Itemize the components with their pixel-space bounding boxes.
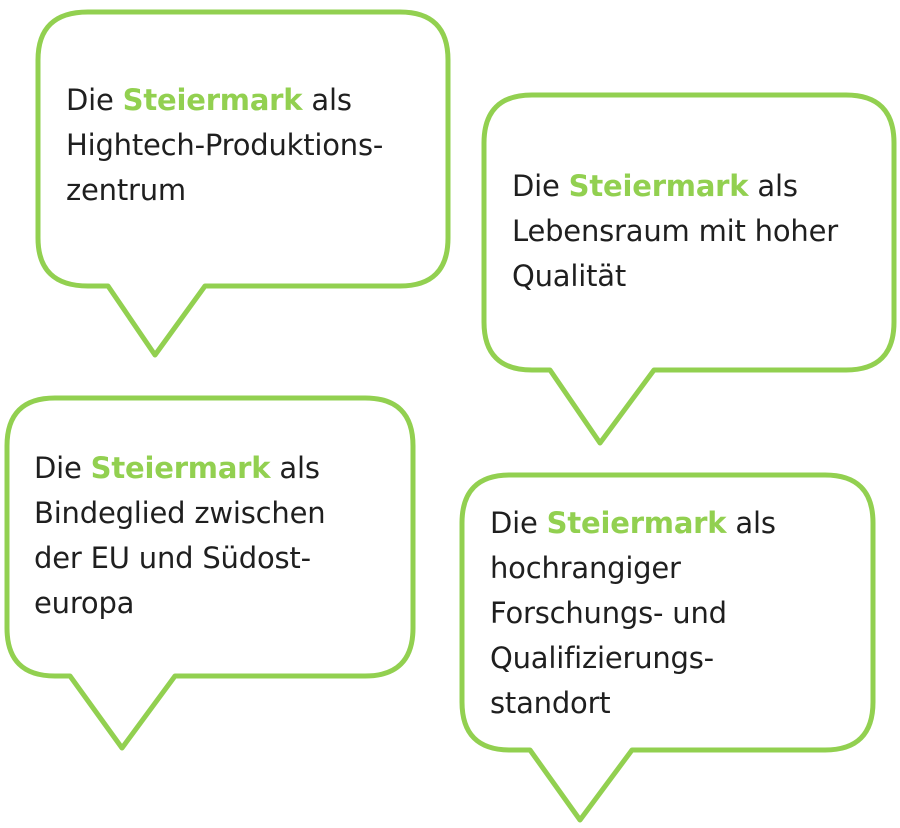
heading-suffix: als: [757, 169, 798, 203]
bubble-line: Qualifizierungs-: [490, 641, 714, 675]
bubble-line: europa: [34, 586, 135, 620]
heading-highlight: Steiermark: [122, 83, 303, 117]
bubble-text-bindeglied: Die Steiermark als Bindeglied zwischen d…: [34, 446, 326, 626]
heading-prefix: Die: [490, 506, 538, 540]
bubble-line: Hightech-Produktions-: [66, 128, 384, 162]
speech-bubble-hightech: [35, 9, 451, 358]
bubble-heading-line: Die Steiermark als: [66, 78, 383, 123]
heading-prefix: Die: [34, 451, 82, 485]
heading-suffix: als: [735, 506, 776, 540]
speech-bubble-bindeglied: [4, 395, 416, 751]
bubble-heading-line: Die Steiermark als: [34, 446, 325, 491]
bubble-text-hightech: Die Steiermark als Hightech-Produktions-…: [66, 78, 383, 213]
bubble-heading-line: Die Steiermark als: [512, 164, 838, 209]
bubble-line: Forschungs- und: [490, 596, 727, 630]
bubble-line: Bindeglied zwischen: [34, 496, 326, 530]
bubble-text-forschung: Die Steiermark als hochrangiger Forschun…: [490, 501, 776, 726]
heading-highlight: Steiermark: [568, 169, 749, 203]
bubble-line: Lebensraum mit hoher: [512, 214, 838, 248]
bubble-line: standort: [490, 686, 611, 720]
bubble-line: zentrum: [66, 173, 186, 207]
bubble-line: der EU und Südost-: [34, 541, 311, 575]
speech-bubble-lebensraum: [481, 92, 897, 446]
bubble-line: Qualität: [512, 259, 627, 293]
heading-suffix: als: [311, 83, 352, 117]
bubble-line: hochrangiger: [490, 551, 681, 585]
heading-prefix: Die: [66, 83, 114, 117]
heading-suffix: als: [279, 451, 320, 485]
heading-prefix: Die: [512, 169, 560, 203]
bubble-heading-line: Die Steiermark als: [490, 501, 776, 546]
heading-highlight: Steiermark: [90, 451, 271, 485]
heading-highlight: Steiermark: [546, 506, 727, 540]
speech-bubble-forschung: [459, 472, 876, 823]
bubble-text-lebensraum: Die Steiermark als Lebensraum mit hoher …: [512, 164, 838, 299]
